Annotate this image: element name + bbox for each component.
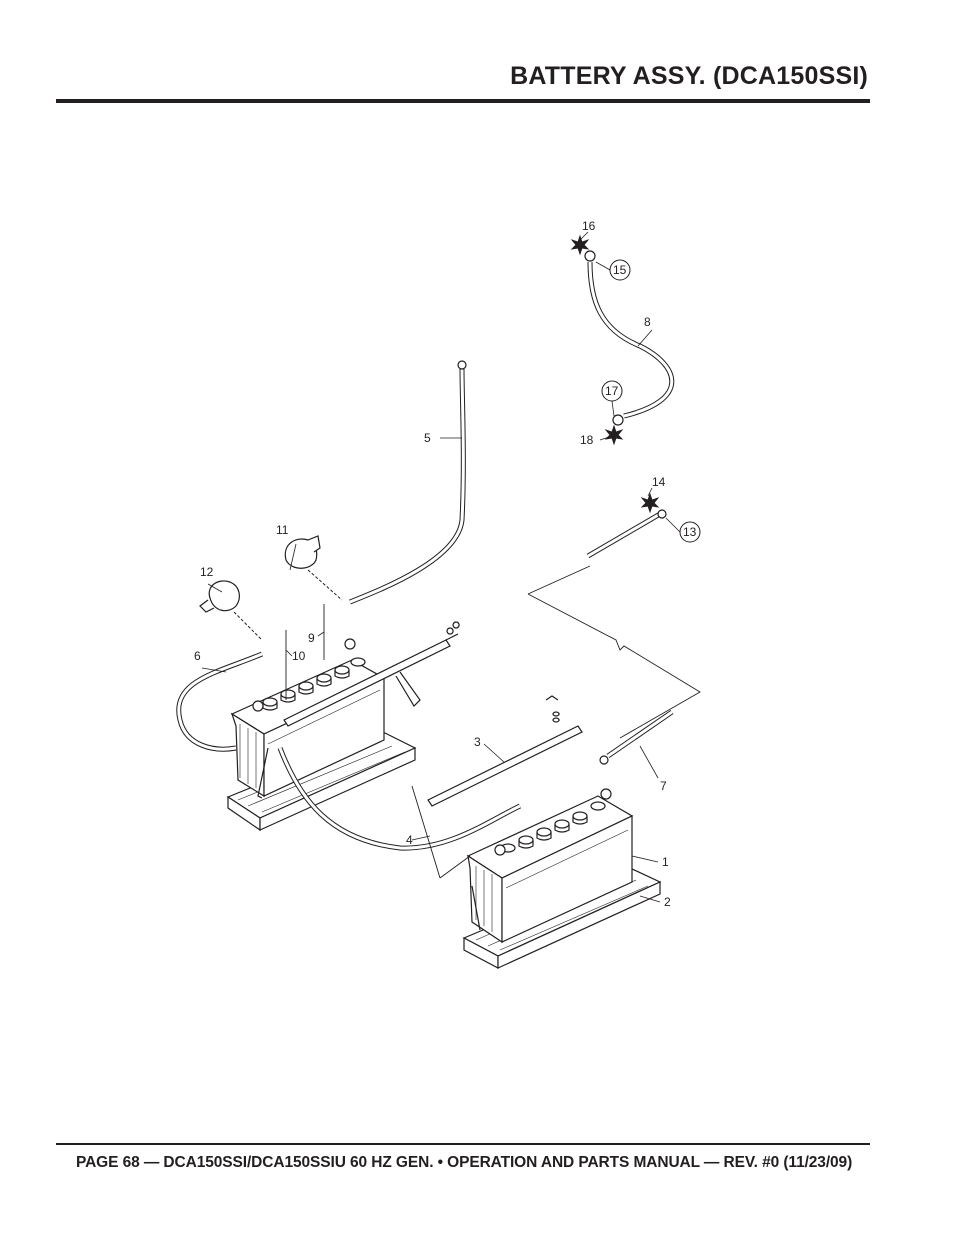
callout-12: 12 <box>200 565 214 579</box>
leader-lines <box>201 231 681 903</box>
callout-4: 4 <box>406 833 413 847</box>
header-rule <box>56 99 870 103</box>
callout-10: 10 <box>292 649 306 663</box>
right-battery <box>466 788 634 944</box>
callout-6: 6 <box>194 649 201 663</box>
callout-3: 3 <box>474 735 481 749</box>
page-title: BATTERY ASSY. (DCA150SSI) <box>510 62 868 90</box>
callout-7: 7 <box>660 779 667 793</box>
nuts <box>570 234 660 514</box>
callout-2: 2 <box>664 895 671 909</box>
terminal-covers <box>199 535 343 641</box>
callout-5: 5 <box>424 431 431 445</box>
callout-9: 9 <box>308 631 315 645</box>
callout-15: 15 <box>613 263 627 277</box>
callout-17: 17 <box>605 384 619 398</box>
callout-13: 13 <box>683 525 697 539</box>
callout-18: 18 <box>580 433 594 447</box>
callout-8: 8 <box>644 315 651 329</box>
left-battery-board <box>226 732 417 832</box>
callout-1: 1 <box>662 855 669 869</box>
callout-11: 11 <box>276 523 289 537</box>
callout-labels: 1 2 3 4 5 6 7 8 9 10 11 12 13 14 15 16 1… <box>194 219 697 909</box>
footer-rule <box>56 1143 870 1145</box>
left-battery <box>230 621 460 799</box>
callout-16: 16 <box>582 219 596 233</box>
cables <box>176 250 701 879</box>
callout-14: 14 <box>652 475 666 489</box>
page-footer: PAGE 68 — DCA150SSI/DCA150SSIU 60 HZ GEN… <box>76 1154 853 1171</box>
